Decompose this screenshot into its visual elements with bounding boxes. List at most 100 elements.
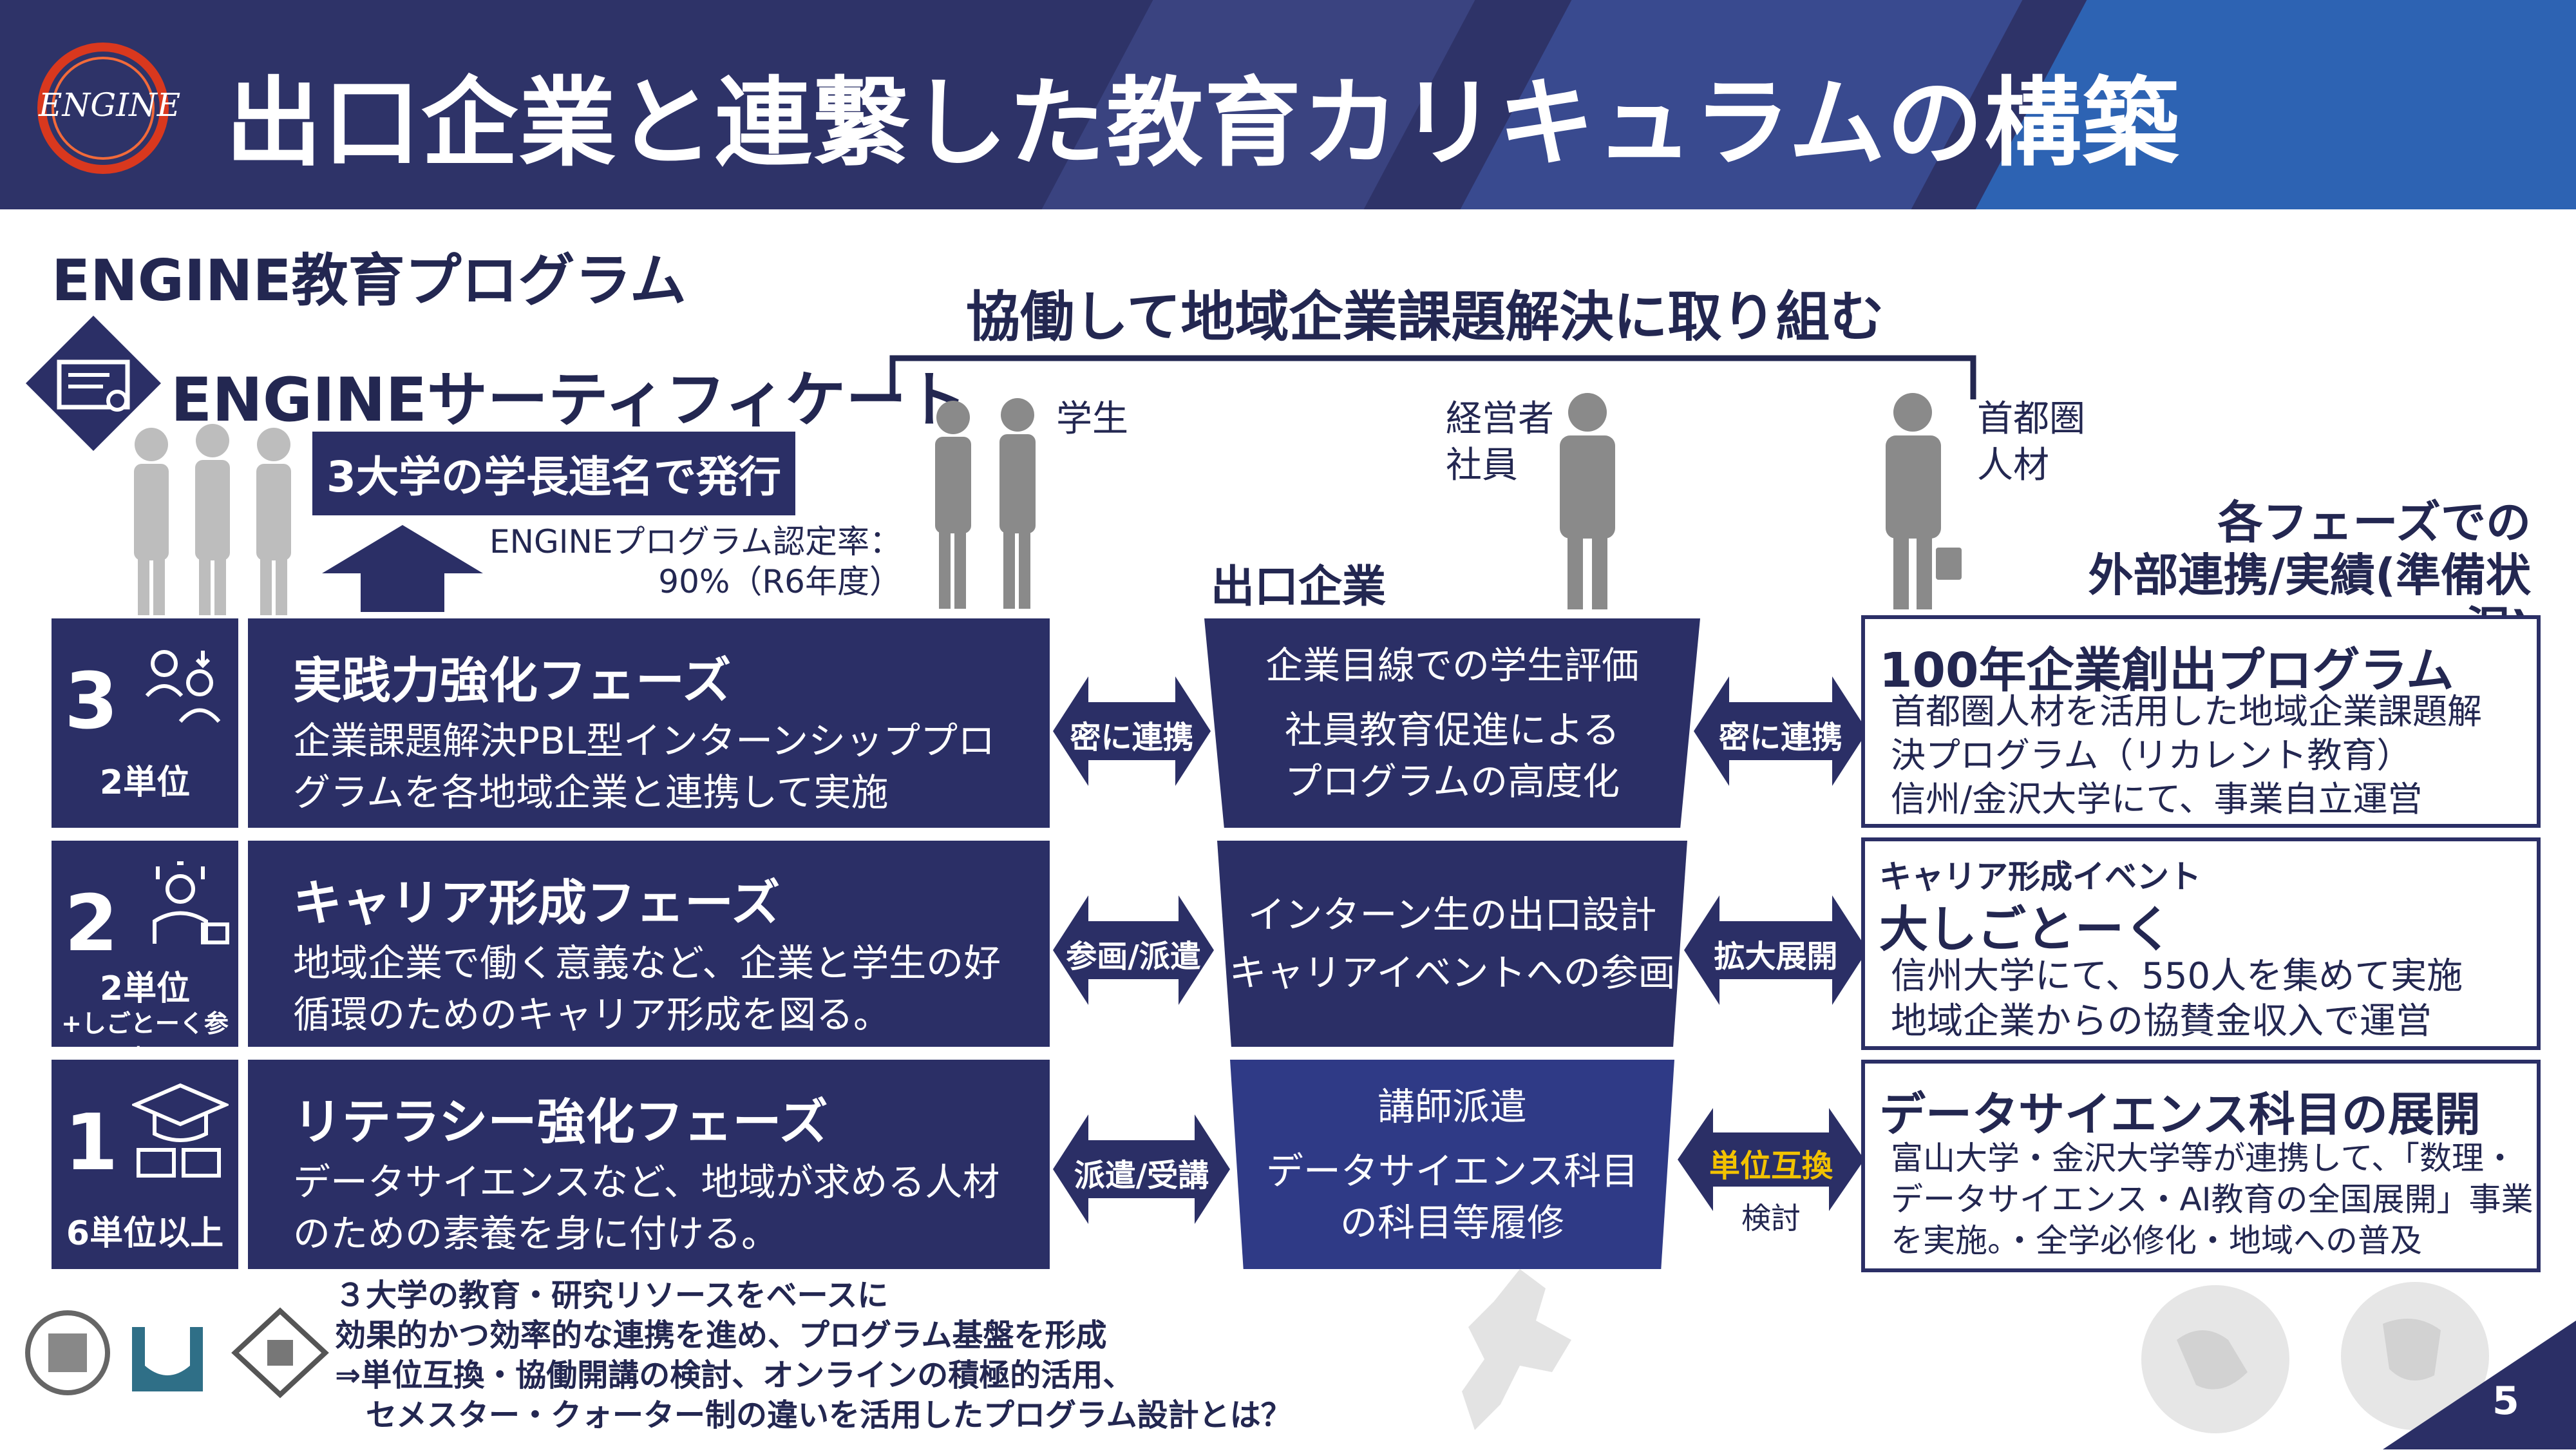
phase-3-desc-line2: グラムを各地域企業と連携して実施 <box>293 770 889 814</box>
phase-1-description: データサイエンスなど、地域が求める人材 のための素養を身に付ける。 <box>293 1156 999 1259</box>
phase-1-box: リテラシー強化フェーズ データサイエンスなど、地域が求める人材 のための素養を身… <box>248 1060 1050 1269</box>
phase-1-center-line2: データサイエンス科目 <box>1265 1149 1639 1193</box>
external-heading-line1: 各フェーズでの <box>2217 496 2532 549</box>
phase-3-right-arrow <box>1694 676 1868 786</box>
svg-text:ENGINE: ENGINE <box>38 86 180 124</box>
exit-company-label: 出口企業 <box>1211 562 1387 613</box>
japan-map-graphic <box>1423 1263 1616 1443</box>
phase-1-external-body: 富山大学・金沢大学等が連携して、「数理・ データサイエンス・AI教育の全国展開」… <box>1891 1138 2533 1261</box>
phase-2-number-box: 2 2単位 +しごとーく参加 <box>52 841 238 1073</box>
phase-3-left-arrow <box>1053 676 1211 786</box>
phase-3-number-box: 3 2単位 <box>52 618 238 828</box>
phase-1-desc-line1: データサイエンスなど、地域が求める人材 <box>293 1160 1000 1204</box>
phase-3-external-line1: 首都圏人材を活用した地域企業課題解 <box>1891 691 2482 732</box>
phase-2-external-box: キャリア形成イベント 大しごとーく 信州大学にて、550人を集めて実施 地域企業… <box>1861 837 2541 1050</box>
phase-3-external-box: 100年企業創出プログラム 首都圏人材を活用した地域企業課題解 決プログラム（リ… <box>1861 615 2541 828</box>
metro-label: 首都圏 人材 <box>1977 396 2085 489</box>
bottom-line1: ３大学の教育・研究リソースをベースに <box>335 1277 889 1313</box>
phase-3-center-line2: 社員教育促進による <box>1284 707 1620 752</box>
phase-1-number-box: 1 6単位以上 <box>52 1060 238 1269</box>
phase-1-external-line1: 富山大学・金沢大学等が連携して、「数理・ <box>1891 1140 2516 1177</box>
collaboration-bracket <box>889 354 1977 399</box>
phase-2-center-line1: インターン生の出口設計 <box>1247 893 1657 937</box>
metro-figure <box>1874 387 1964 612</box>
phase-1-external-line2: データサイエンス・AI教育の全国展開」事業 <box>1891 1181 2533 1218</box>
certificate-icon <box>26 316 161 451</box>
phase-2-external-body: 信州大学にて、550人を集めて実施 地域企業からの協賛金収入で運営 <box>1891 954 2463 1044</box>
career-icon <box>142 860 232 950</box>
phase-2-external-small: キャリア形成イベント <box>1879 858 2201 895</box>
phase-3-desc-line1: 企業課題解決PBL型インターンシッププロ <box>293 719 996 763</box>
phase-1-center-line1: 講師派遣 <box>1377 1084 1527 1129</box>
phase-2-external-line1: 信州大学にて、550人を集めて実施 <box>1891 955 2463 997</box>
practitioner-icon <box>142 644 225 728</box>
phase-2-number: 2 <box>64 879 118 969</box>
phase-3-description: 企業課題解決PBL型インターンシッププロ グラムを各地域企業と連携して実施 <box>293 715 995 818</box>
manager-label-line1: 経営者 <box>1446 398 1554 440</box>
bottom-line4: セメスター・クォーター制の違いを活用したプログラム設計とは？ <box>335 1397 1292 1433</box>
phase-3-external-line3: 信州/金沢大学にて、事業自立運営 <box>1891 779 2423 819</box>
manager-label-line2: 社員 <box>1446 444 1518 486</box>
phase-2-right-arrow-label: 拡大展開 <box>1714 939 1838 975</box>
phase-2-left-arrow <box>1053 895 1214 1005</box>
phase-1-left-arrow-label: 派遣/受講 <box>1074 1158 1209 1194</box>
phase-2-credits: 2単位 +しごとーく参加 <box>52 970 238 1075</box>
phase-1-title: リテラシー強化フェーズ <box>293 1093 828 1151</box>
phase-2-desc-line2: 循環のためのキャリア形成を図る。 <box>293 993 891 1036</box>
phase-3-center-line3: プログラムの高度化 <box>1284 759 1620 803</box>
student-figures <box>914 393 1056 612</box>
header-bar <box>0 0 2576 209</box>
metro-label-line1: 首都圏 <box>1977 398 2085 440</box>
page-number: 5 <box>2492 1379 2519 1424</box>
phase-3-external-title: 100年企業創出プログラム <box>1879 643 2454 698</box>
phase-1-center-box: 講師派遣 データサイエンス科目 の科目等履修 <box>1230 1060 1674 1269</box>
phase-1-left-arrow <box>1053 1114 1230 1224</box>
issue-label: 3大学の学長連名で発行 <box>312 432 795 515</box>
metro-label-line2: 人材 <box>1977 444 2049 486</box>
phase-1-desc-line2: のための素養を身に付ける。 <box>293 1212 779 1256</box>
phase-3-left-arrow-label: 密に連携 <box>1070 720 1194 756</box>
rate-line2: 90%（R6年度） <box>658 563 902 600</box>
phase-3-credits: 2単位 <box>99 763 191 802</box>
phase-3-box: 実践力強化フェーズ 企業課題解決PBL型インターンシッププロ グラムを各地域企業… <box>248 618 1050 828</box>
phase-2-title: キャリア形成フェーズ <box>293 874 781 931</box>
phase-3-center-box: 企業目線での学生評価 社員教育促進による プログラムの高度化 <box>1204 618 1700 828</box>
phase-2-center-line2: キャリアイベントへの参画 <box>1229 951 1676 995</box>
phase-2-external-title: 大しごとーく <box>1879 901 2173 958</box>
phase-3-title: 実践力強化フェーズ <box>293 652 732 709</box>
certificate-label: ENGINEサーティフィケート <box>171 365 967 435</box>
program-title: ENGINE教育プログラム <box>52 247 687 314</box>
phase-1-external-box: データサイエンス科目の展開 富山大学・金沢大学等が連携して、「数理・ データサイ… <box>1861 1060 2541 1272</box>
bottom-line3: ⇒単位互換・協働開講の検討、オンラインの積極的活用、 <box>335 1357 1134 1393</box>
certification-rate: ENGINEプログラム認定率： 90%（R6年度） <box>489 522 902 602</box>
phase-2-center-box: インターン生の出口設計 キャリアイベントへの参画 <box>1217 841 1687 1047</box>
phase-3-external-line2: 決プログラム（リカレント教育） <box>1891 735 2412 776</box>
manager-figure <box>1546 387 1629 612</box>
phase-1-external-line3: を実施。・全学必修化・地域への普及 <box>1891 1222 2422 1259</box>
phase-2-credits-main: 2単位 <box>99 970 191 1008</box>
bottom-description: ３大学の教育・研究リソースをベースに 効果的かつ効率的な連携を進め、プログラム基… <box>335 1275 1292 1435</box>
phase-2-desc-line1: 地域企業で働く意義など、企業と学生の好 <box>293 941 1001 985</box>
phase-2-external-line2: 地域企業からの協賛金収入で運営 <box>1891 1000 2432 1042</box>
collaboration-title: 協働して地域企業課題解決に取り組む <box>966 285 1884 349</box>
page-title: 出口企業と連繋した教育カリキュラムの構築 <box>225 68 2181 180</box>
phase-2-right-arrow <box>1684 895 1868 1005</box>
phase-1-credits: 6単位以上 <box>66 1214 224 1253</box>
phase-1-number: 1 <box>64 1098 118 1188</box>
phase-1-center-line3: の科目等履修 <box>1340 1200 1564 1245</box>
phase-3-number: 3 <box>64 657 118 747</box>
student-label: 学生 <box>1056 398 1128 440</box>
rate-line1: ENGINEプログラム認定率： <box>489 523 902 560</box>
phase-3-right-arrow-label: 密に連携 <box>1718 720 1842 756</box>
phase-1-right-arrow <box>1678 1108 1864 1211</box>
phase-2-description: 地域企業で働く意義など、企業と学生の好 循環のためのキャリア形成を図る。 <box>293 937 1001 1040</box>
globe-graphic-1 <box>2138 1282 2293 1437</box>
graduation-cap-icon <box>130 1079 231 1182</box>
up-arrow-icon <box>322 525 483 612</box>
page-corner <box>2383 1321 2576 1449</box>
bottom-line2: 効果的かつ効率的な連携を進め、プログラム基盤を形成 <box>335 1317 1107 1353</box>
globe-graphic-2 <box>2338 1279 2492 1433</box>
phase-2-left-arrow-label: 参画/派遣 <box>1066 939 1201 975</box>
phase-2-box: キャリア形成フェーズ 地域企業で働く意義など、企業と学生の好 循環のためのキャリ… <box>248 841 1050 1047</box>
university-emblems <box>23 1301 332 1404</box>
